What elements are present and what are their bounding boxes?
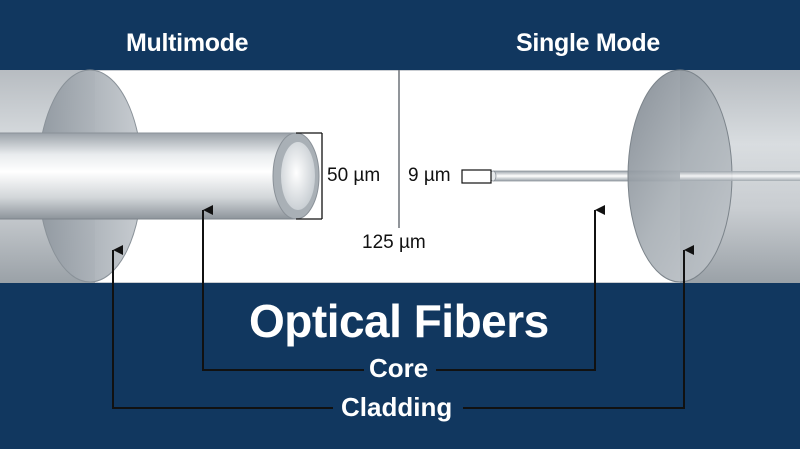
multimode-core [0,132,320,220]
cladding-label: Cladding [341,392,453,422]
core-label: Core [369,353,429,383]
multimode-heading: Multimode [126,29,249,57]
singlemode-core-dimension: 9 µm [408,165,451,186]
multimode-core-bracket [296,132,323,220]
cladding-leaders [112,245,694,409]
core-arrow-multimode [202,205,364,371]
singlemode-heading: Single Mode [516,29,660,57]
cladding-diameter-dimension: 125 µm [362,232,426,253]
core-arrow-singlemode [436,205,605,371]
diagram-title: Optical Fibers [249,295,549,347]
cladding-arrow-singlemode [463,245,694,409]
core-leaders [202,205,605,371]
singlemode-cladding [627,69,800,283]
singlemode-core-bracket [461,169,492,184]
multimode-core-dimension: 50 µm [327,165,381,186]
cladding-arrow-multimode [112,245,333,409]
